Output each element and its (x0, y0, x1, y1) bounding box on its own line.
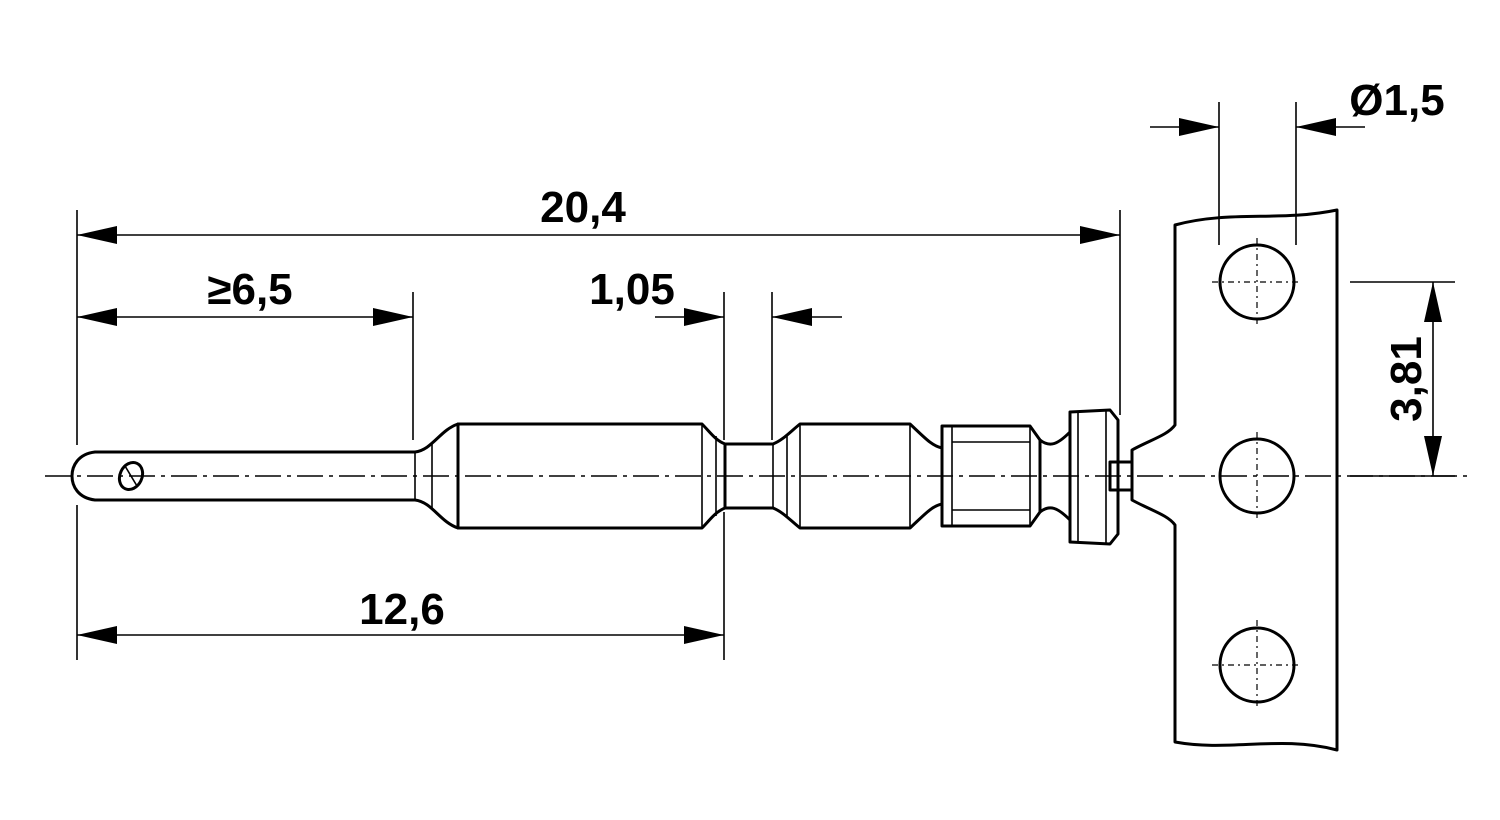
dimension-groove (655, 308, 842, 326)
carrier-strip (1130, 208, 1339, 752)
dimension-overall (77, 226, 1120, 244)
length-to-groove-label: 12,6 (359, 585, 445, 634)
dimension-to-groove (77, 626, 724, 644)
pin-tip-slot (117, 460, 145, 492)
min-length-label: ≥6,5 (207, 265, 292, 314)
pin-groove (723, 442, 775, 510)
extension-lines (76, 102, 1455, 660)
dimension-hole (1150, 118, 1365, 136)
pitch-label: 3,81 (1382, 336, 1431, 422)
pin-tip (70, 450, 417, 502)
groove-width-label: 1,05 (589, 265, 675, 314)
contact-pin (70, 408, 1134, 546)
dimension-pitch (1424, 282, 1442, 476)
dimension-min-length (77, 308, 413, 326)
hole-diameter-label: Ø1,5 (1349, 76, 1444, 125)
overall-length-label: 20,4 (540, 183, 626, 232)
crimp-head (1068, 408, 1120, 546)
carrier-strip-outline (1130, 208, 1339, 752)
